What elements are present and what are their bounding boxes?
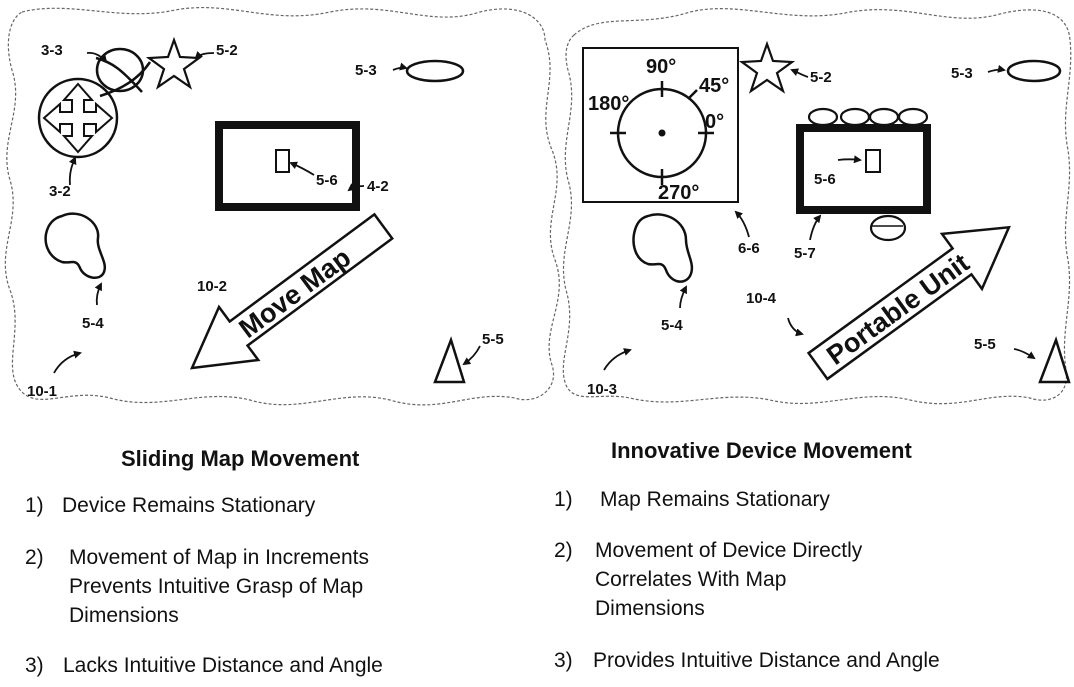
portable-unit bbox=[796, 107, 931, 242]
ref-label: 5-5 bbox=[974, 336, 996, 353]
move-map-label: Move Map bbox=[234, 242, 357, 344]
star-icon bbox=[738, 40, 796, 94]
ref-label: 5-2 bbox=[810, 69, 832, 86]
move-map-arrow: Move Map bbox=[189, 212, 394, 370]
ref-label: 3-2 bbox=[49, 183, 71, 200]
portable-unit-label: Portable Unit bbox=[821, 248, 975, 371]
ref-label: 5-7 bbox=[794, 245, 816, 262]
ref-label: 5-5 bbox=[482, 331, 504, 348]
right-panel: 90° 45° 180° 0° 270° Portable Unit bbox=[562, 8, 1072, 405]
ref-label: 10-2 bbox=[197, 278, 227, 295]
ref-label: 5-6 bbox=[316, 172, 338, 189]
compass-label-northeast: 45° bbox=[699, 75, 729, 97]
oval-icon bbox=[405, 59, 465, 83]
ref-label: 3-3 bbox=[41, 42, 63, 59]
device-marker-icon bbox=[275, 149, 290, 173]
device-frame bbox=[215, 121, 360, 211]
ref-label: 5-3 bbox=[951, 65, 973, 82]
compass-label-west: 180° bbox=[588, 93, 629, 115]
four-way-arrow-icon bbox=[37, 77, 119, 159]
ref-label: 5-6 bbox=[814, 171, 836, 188]
oval-icon bbox=[1006, 59, 1062, 83]
ref-label: 5-4 bbox=[661, 317, 683, 334]
triangle-icon bbox=[1038, 336, 1071, 384]
compass-label-north: 90° bbox=[646, 56, 676, 78]
blob-icon bbox=[44, 212, 107, 280]
ref-label: 10-1 bbox=[27, 383, 57, 400]
star-icon bbox=[145, 36, 203, 90]
ref-label: 4-2 bbox=[367, 178, 389, 195]
ref-label: 5-4 bbox=[82, 315, 104, 332]
right-map-outline bbox=[562, 8, 1072, 405]
ref-label: 5-3 bbox=[355, 62, 377, 79]
ref-label: 5-2 bbox=[216, 42, 238, 59]
ref-label: 6-6 bbox=[738, 240, 760, 257]
compass-icon bbox=[610, 81, 714, 185]
compass-label-south: 270° bbox=[658, 182, 699, 204]
compass-label-east: 0° bbox=[705, 111, 724, 133]
left-panel: Move Map 3-3 5-2 5-3 3-2 5-6 4-2 10-2 5-… bbox=[4, 7, 560, 406]
portable-unit-arrow: Portable Unit bbox=[806, 225, 1011, 381]
blob-icon bbox=[632, 213, 694, 283]
ref-label: 10-4 bbox=[746, 290, 777, 307]
ref-label: 10-3 bbox=[587, 381, 617, 398]
right-title: Innovative Device Movement bbox=[611, 438, 912, 463]
triangle-icon bbox=[433, 336, 466, 384]
left-title: Sliding Map Movement bbox=[121, 446, 360, 471]
left-map-outline bbox=[4, 7, 560, 406]
